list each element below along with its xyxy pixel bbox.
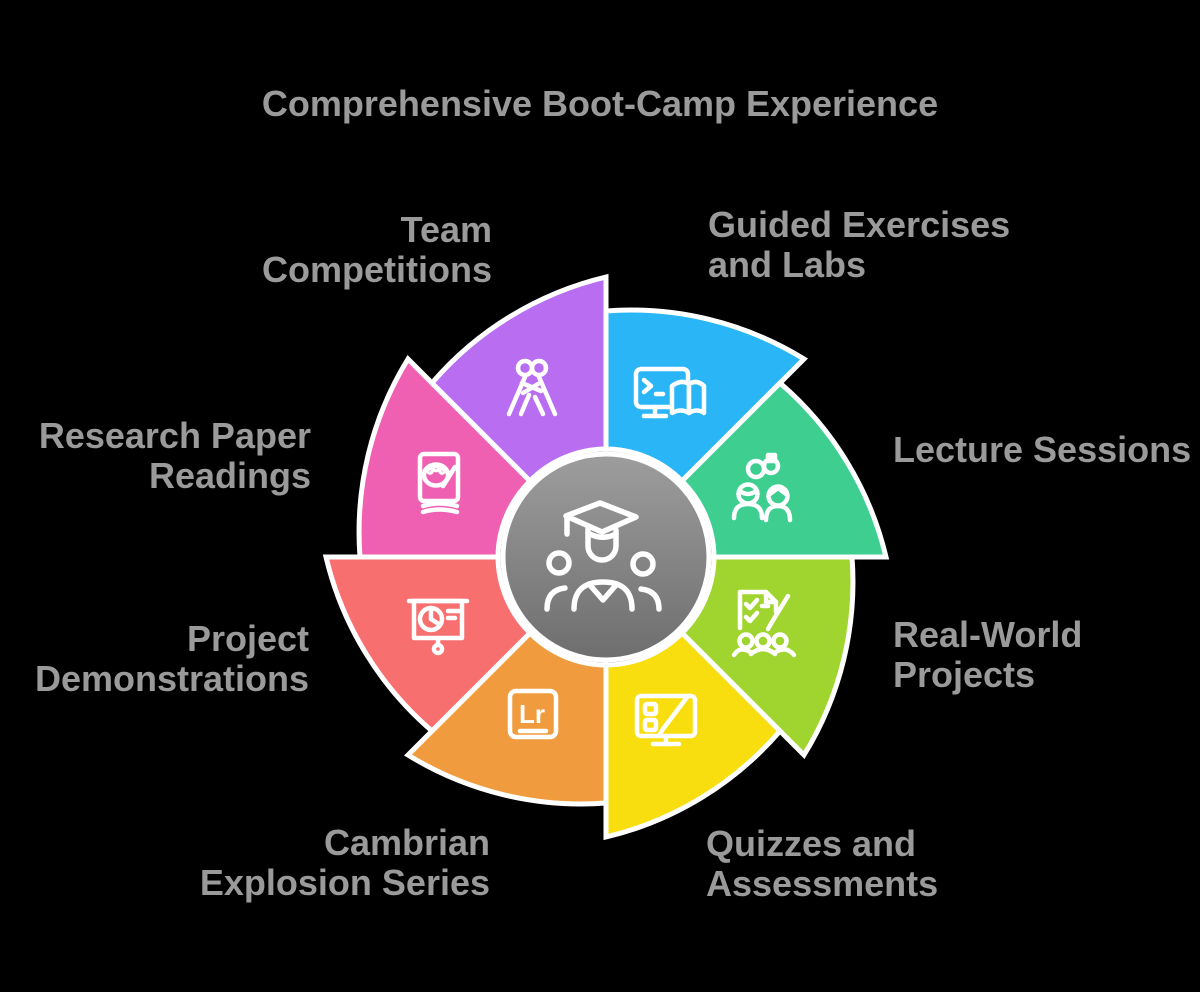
- label-project-demonstrations: Project Demonstrations: [34, 618, 309, 699]
- people-rings-icon: [731, 452, 793, 523]
- label-real-world-projects: Real-World Projects: [893, 614, 1083, 695]
- screen-edit-icon: [634, 693, 698, 747]
- petal-real-world-projects: [678, 554, 856, 760]
- label-quizzes-assessments: Quizzes and Assessments: [706, 823, 939, 904]
- petal-research-paper-readings: [356, 354, 534, 560]
- graduation-group-icon: [544, 500, 662, 612]
- art-book-icon: [417, 451, 461, 515]
- petal-cambrian-explosion-series: [403, 629, 609, 807]
- label-guided-exercises-labs: Guided Exercises and Labs: [708, 204, 1011, 285]
- label-research-paper-readings: Research Paper Readings: [38, 415, 311, 496]
- page-title: Comprehensive Boot-Camp Experience: [261, 83, 939, 124]
- monitor-code-book-icon: [633, 366, 707, 419]
- lr-badge-icon: Lr: [507, 688, 559, 740]
- wrestlers-icon: [506, 358, 558, 417]
- label-team-competitions: Team Competitions: [262, 209, 492, 290]
- label-cambrian-explosion-series: Cambrian Explosion Series: [199, 822, 490, 903]
- checklist-audience-icon: [731, 589, 797, 658]
- petal-team-competitions: [428, 273, 609, 485]
- presentation-chart-icon: [406, 598, 470, 656]
- svg-text:Lr: Lr: [519, 699, 545, 729]
- label-lecture-sessions: Lecture Sessions: [893, 429, 1192, 470]
- petal-project-demonstrations: [322, 554, 534, 735]
